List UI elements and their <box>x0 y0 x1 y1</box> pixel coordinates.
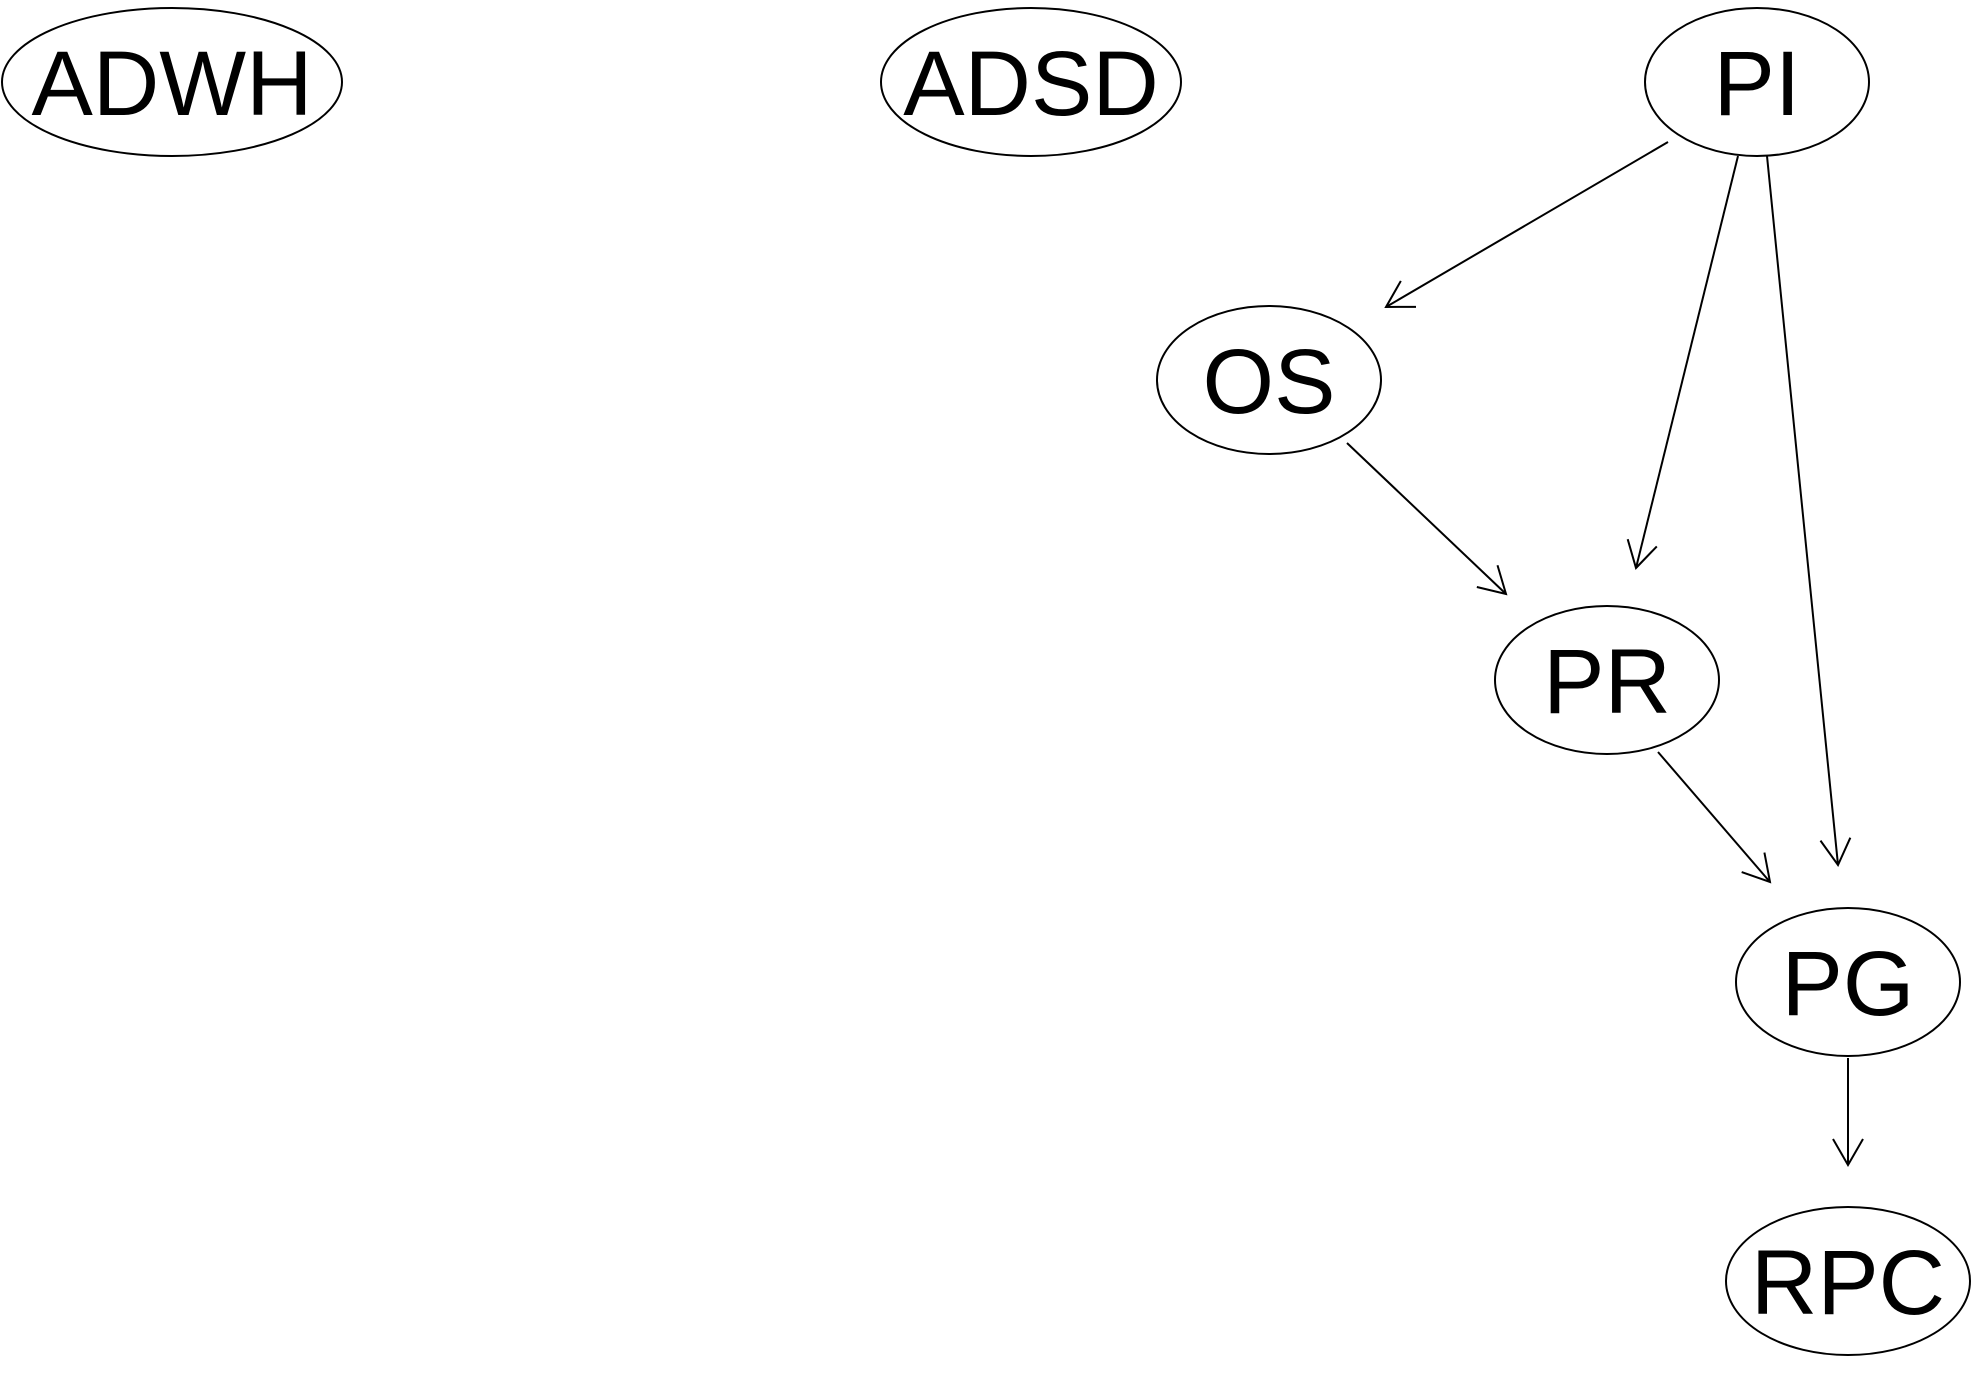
edge-line <box>1657 751 1771 883</box>
edge-pg-to-rpc <box>1832 1058 1864 1167</box>
edge-pr-to-pg <box>1657 751 1772 884</box>
edge-pi-to-pr <box>1626 155 1739 570</box>
arrowhead <box>1476 564 1508 596</box>
edge-line <box>1346 442 1507 595</box>
node-pi-ellipse <box>1644 7 1870 157</box>
node-adsd: ADSD <box>880 7 1182 157</box>
node-adwh-ellipse <box>1 7 343 157</box>
node-layer: ADWH ADSD PI OS PR PG RPC <box>1 7 1971 1356</box>
node-pi-label: PI <box>1714 33 1801 135</box>
arrowhead <box>1819 837 1852 867</box>
node-pg-ellipse <box>1735 907 1961 1057</box>
edge-pi-to-os <box>1384 141 1669 309</box>
node-adwh-label: ADWH <box>31 33 312 135</box>
node-rpc-label: RPC <box>1751 1232 1945 1334</box>
edge-line <box>1766 155 1839 866</box>
node-rpc-ellipse <box>1725 1206 1971 1356</box>
node-pr-ellipse <box>1494 605 1720 755</box>
node-pr-label: PR <box>1543 631 1671 733</box>
edge-pi-to-pg <box>1766 155 1852 867</box>
arrowhead <box>1741 852 1772 884</box>
arrowhead <box>1626 538 1658 570</box>
node-adwh: ADWH <box>1 7 343 157</box>
edge-line <box>1385 141 1669 308</box>
node-adsd-ellipse <box>880 7 1182 157</box>
arrowhead <box>1832 1138 1864 1167</box>
edge-layer <box>1346 141 1864 1167</box>
node-os: OS <box>1156 305 1382 455</box>
arrowhead <box>1384 280 1417 309</box>
node-rpc: RPC <box>1725 1206 1971 1356</box>
node-pr: PR <box>1494 605 1720 755</box>
edge-line <box>1635 155 1739 569</box>
node-pg: PG <box>1735 907 1961 1057</box>
node-pi: PI <box>1644 7 1870 157</box>
node-pg-label: PG <box>1782 933 1915 1035</box>
edge-os-to-pr <box>1346 442 1508 596</box>
node-adsd-label: ADSD <box>903 33 1159 135</box>
node-os-label: OS <box>1203 331 1336 433</box>
node-os-ellipse <box>1156 305 1382 455</box>
